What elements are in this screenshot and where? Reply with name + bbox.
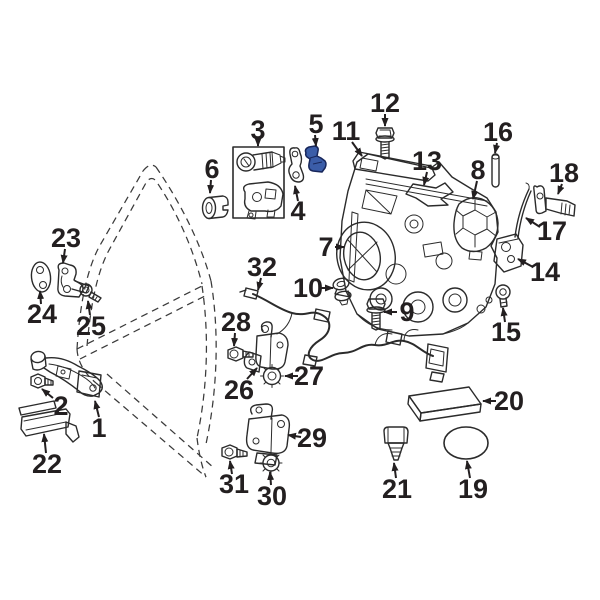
part-label-8: 8 [470,155,485,185]
highlighted-part-shape [304,145,327,173]
part-label-9: 9 [399,297,414,327]
part-3-lock-cylinder-box [232,146,286,220]
part-label-5: 5 [308,109,323,139]
part-6-cylinder-cap [201,195,229,220]
part-label-3: 3 [250,115,265,145]
part-7-door-module-panel [336,151,499,337]
part-21-plug [383,426,409,461]
part-29-lower-hinge [245,403,291,466]
part-32-wiring-harness [239,287,449,383]
part-27-grommet [260,364,284,388]
part-label-23: 23 [51,223,81,253]
part-label-13: 13 [412,146,442,176]
part-label-7: 7 [318,232,333,262]
part-label-20: 20 [494,386,524,416]
part-label-29: 29 [297,423,327,453]
door-shell-outline [76,164,217,478]
part-17-lock-rod [514,182,532,239]
part-label-18: 18 [549,158,579,188]
part-1-door-handle [30,350,103,398]
part-label-17: 17 [537,216,567,246]
part-label-21: 21 [382,474,412,504]
part-label-22: 22 [32,449,62,479]
part-label-30: 30 [257,481,287,511]
part-31-hinge-bolt [221,444,248,460]
part-label-10: 10 [293,273,323,303]
part-10-retainer-clip [332,277,352,306]
part-25-screw [79,283,102,303]
part-5-highlighted-lock-clip [304,145,327,173]
part-label-19: 19 [458,474,488,504]
part-26-upper-hinge [243,321,289,373]
part-label-24: 24 [27,299,57,329]
part-label-15: 15 [491,317,521,347]
part-labels: 1 2 3 4 5 6 7 8 9 10 11 12 13 14 15 16 1… [27,88,579,511]
part-label-2: 2 [53,391,68,421]
part-label-14: 14 [530,257,560,287]
part-15-screw [495,284,511,308]
part-22-handle-reinforcement [18,400,80,443]
part-30-grommet [259,451,283,475]
part-2-handle-bolt [30,373,54,389]
part-19-oval-seal [443,426,489,460]
part-4-lock-lever [288,147,305,183]
part-label-4: 4 [290,196,305,226]
part-18-handle-bracket [533,185,576,217]
part-12-bolt [375,127,395,160]
part-label-28: 28 [221,307,251,337]
part-24-check-plate [30,261,52,293]
part-16-guide-pin [491,153,500,188]
part-label-31: 31 [219,469,249,499]
part-label-12: 12 [370,88,400,118]
part-label-25: 25 [76,311,106,341]
part-label-11: 11 [332,116,361,146]
part-20-insulation-pad [407,386,482,422]
part-label-27: 27 [294,361,324,391]
part-label-6: 6 [204,154,219,184]
part-14-bracket [493,233,524,273]
callout-arrows [37,114,565,486]
part-28-hinge-bolt [227,346,254,362]
part-label-1: 1 [91,413,106,443]
part-label-16: 16 [483,117,513,147]
part-label-32: 32 [247,252,277,282]
part-label-26: 26 [224,375,254,405]
